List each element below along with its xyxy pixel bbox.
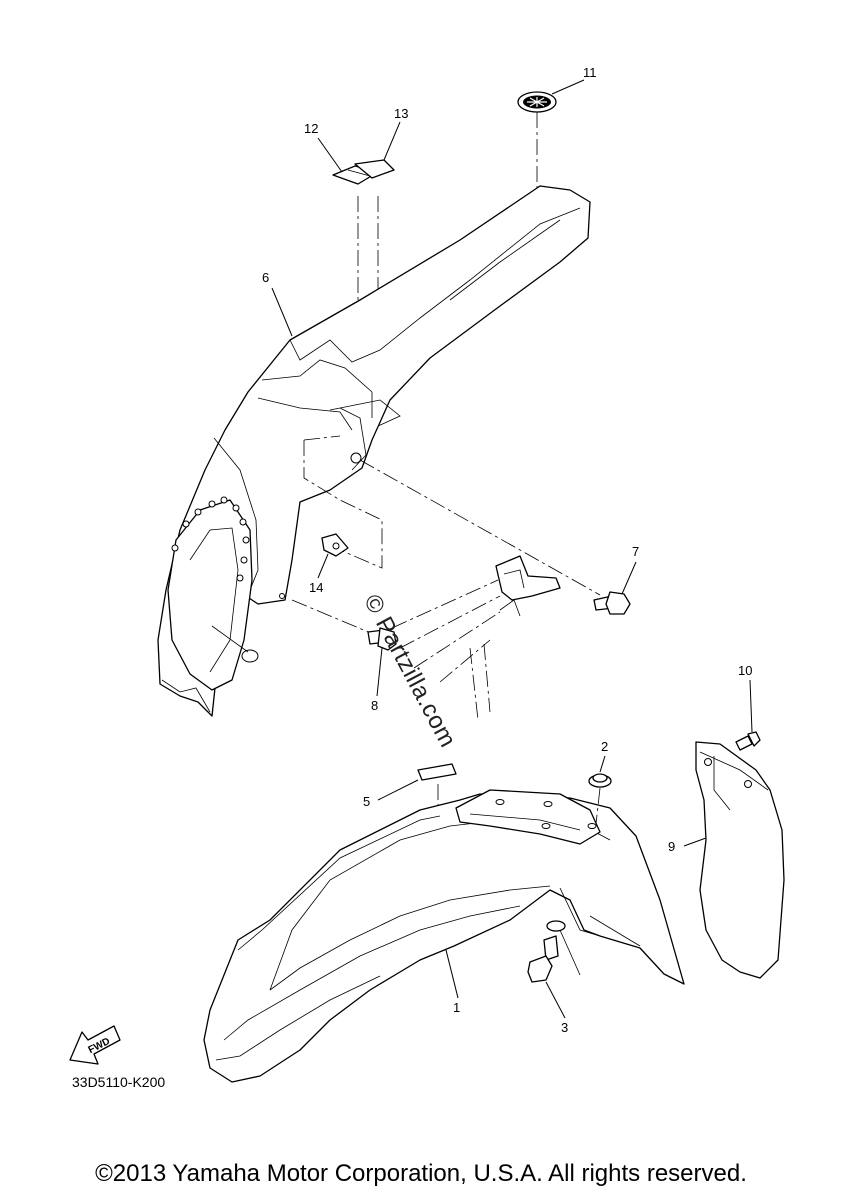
svg-text:7: 7: [632, 544, 639, 559]
screw-part-10[interactable]: [735, 731, 761, 751]
callout-2[interactable]: 2: [599, 739, 608, 773]
svg-text:8: 8: [371, 698, 378, 713]
svg-text:9: 9: [668, 839, 675, 854]
callout-3[interactable]: 3: [545, 981, 568, 1035]
svg-text:6: 6: [262, 270, 269, 285]
callout-12[interactable]: 12: [304, 121, 343, 173]
svg-text:1: 1: [453, 1000, 460, 1015]
frame-phantom: [391, 555, 561, 721]
svg-text:10: 10: [738, 663, 752, 678]
svg-text:3: 3: [561, 1020, 568, 1035]
svg-text:14: 14: [309, 580, 323, 595]
callout-13[interactable]: 13: [383, 106, 408, 161]
bolt-part-3[interactable]: [527, 920, 581, 983]
svg-text:13: 13: [394, 106, 408, 121]
label-part-13[interactable]: [354, 159, 395, 179]
callout-10[interactable]: 10: [738, 663, 753, 733]
copyright-notice: ©2013 Yamaha Motor Corporation, U.S.A. A…: [95, 1160, 747, 1187]
bolt-part-7[interactable]: [593, 591, 631, 615]
callout-1[interactable]: 1: [445, 949, 460, 1015]
svg-text:12: 12: [304, 121, 318, 136]
callout-11[interactable]: 11: [551, 65, 597, 95]
front-fender-part-1[interactable]: [203, 789, 685, 1083]
svg-text:5: 5: [363, 794, 370, 809]
mud-guard-part-9[interactable]: [695, 741, 785, 979]
callout-5[interactable]: 5: [363, 779, 419, 809]
grommet-part-2[interactable]: [588, 773, 612, 825]
callout-14[interactable]: 14: [309, 553, 329, 595]
svg-text:11: 11: [583, 65, 597, 80]
rear-fender-part-6[interactable]: [157, 185, 591, 717]
diagram-code: 33D5110-K200: [72, 1074, 166, 1090]
nut-part-14[interactable]: [321, 533, 349, 557]
callout-6[interactable]: 6: [262, 270, 293, 337]
callout-7[interactable]: 7: [621, 544, 639, 595]
callout-9[interactable]: 9: [668, 837, 707, 854]
callout-8[interactable]: 8: [371, 647, 383, 713]
bolt-part-8[interactable]: [291, 599, 397, 651]
fwd-arrow-icon: FWD: [69, 1025, 121, 1065]
emblem-part-11[interactable]: [517, 91, 557, 188]
svg-text:2: 2: [601, 739, 608, 754]
